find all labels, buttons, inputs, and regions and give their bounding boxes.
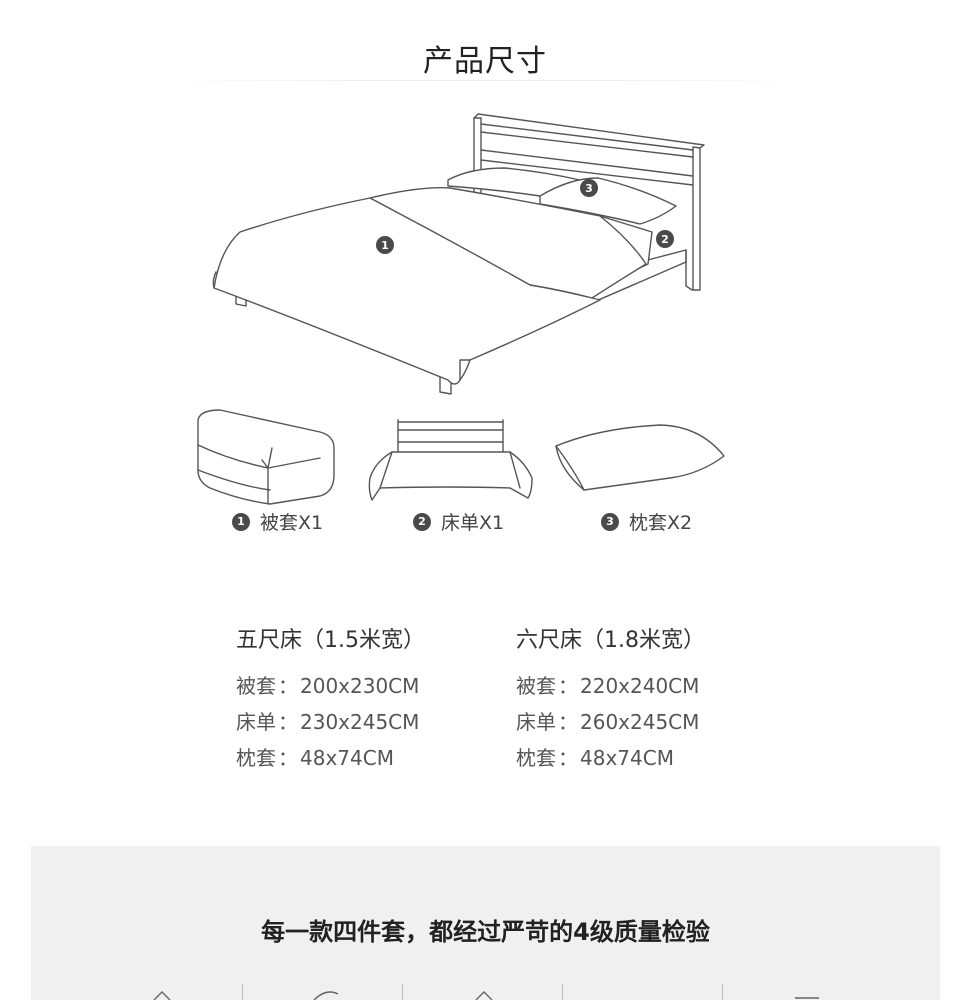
number-badge: 2 (413, 512, 431, 531)
small-pillow-drawing (555, 424, 725, 491)
size-row: 床单：230x245CM (236, 710, 420, 734)
number-badge: 1 (232, 512, 250, 531)
quality-section: 每一款四件套，都经过严苛的4级质量检验 (31, 846, 940, 1000)
pillow-drawing (447, 167, 677, 225)
number-badge: 3 (601, 512, 619, 531)
callout-sheet: 2 (656, 230, 674, 248)
size-row: 床单：260x245CM (516, 710, 700, 734)
inspection-icon-2 (313, 991, 339, 1000)
folded-duvet-drawing (197, 409, 335, 505)
divider (562, 984, 563, 1000)
item-label-duvet: 1 被套X1 (232, 508, 323, 535)
duvet-drawing (212, 187, 647, 385)
inspection-icon-4 (795, 997, 819, 999)
size-row: 枕套：48x74CM (516, 746, 674, 770)
bedding-illustration: 1 3 2 (197, 113, 725, 505)
svg-text:1: 1 (381, 239, 389, 252)
item-label-pillowcase: 3 枕套X2 (601, 508, 692, 535)
size-heading: 五尺床（1.5米宽） (236, 628, 425, 653)
svg-text:3: 3 (585, 182, 593, 195)
quality-title: 每一款四件套，都经过严苛的4级质量检验 (261, 918, 710, 946)
size-column-1-8m: 六尺床（1.8米宽） 被套：220x240CM 床单：260x245CM 枕套：… (516, 622, 705, 776)
small-bed-drawing (368, 419, 533, 501)
item-label-text: 被套X1 (260, 512, 324, 534)
item-label-sheet: 2 床单X1 (413, 508, 504, 535)
size-row: 被套：200x230CM (236, 674, 420, 698)
divider (402, 984, 403, 1000)
callout-duvet: 1 (376, 236, 394, 254)
item-label-text: 床单X1 (441, 512, 505, 534)
inspection-icon-3 (475, 991, 493, 1000)
size-row: 被套：220x240CM (516, 674, 700, 698)
item-label-text: 枕套X2 (629, 512, 693, 534)
size-heading: 六尺床（1.8米宽） (516, 628, 705, 653)
divider (242, 984, 243, 1000)
page-title: 产品尺寸 (423, 44, 547, 79)
inspection-icon-1 (153, 991, 171, 1000)
divider (722, 984, 723, 1000)
svg-text:2: 2 (661, 233, 669, 246)
size-row: 枕套：48x74CM (236, 746, 394, 770)
title-divider (160, 80, 810, 81)
callout-pillowcase: 3 (580, 179, 598, 197)
size-column-1-5m: 五尺床（1.5米宽） 被套：200x230CM 床单：230x245CM 枕套：… (236, 622, 425, 776)
